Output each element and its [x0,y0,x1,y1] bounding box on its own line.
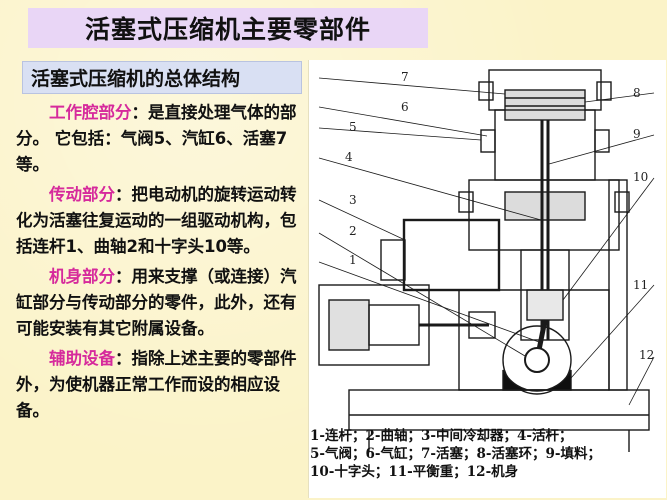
label-1: 1 [349,253,357,267]
text-auxiliary: ：指除上述主要的零部件外，为使机器正常工作而设的相应设备。 [16,349,297,420]
leader-7 [318,77,506,95]
legend-line-3: 10-十字头；11-平衡重；12-机身 [310,464,519,480]
parts-legend: 1-连杆；2-曲轴；3-中间冷却器；4-活杆； 5-气阀；6-气缸；7-活塞；8… [310,427,660,481]
text-transmission: ：把电动机的旋转运动转化为活塞往复运动的一组驱动机构，包括连杆1、曲轴2和十字头… [16,185,297,256]
term-auxiliary: 辅助设备 [49,349,115,368]
valve-left-low [458,191,474,213]
frame-body [348,389,650,431]
leader-8 [584,92,655,103]
label-6: 6 [401,100,409,114]
left-piston [328,299,370,351]
paragraph-frame: 机身部分：用来支撑（或连接）汽缸部分与传动部分的零件，此外，还有可能安装有其它附… [16,264,304,342]
text-working-chamber: ：是直接处理气体的部分。 它包括：气阀5、汽缸6、活塞7等。 [16,103,297,174]
crank-circle [502,325,572,395]
intercooler [402,218,501,292]
compressor-diagram: 7 6 5 4 3 2 1 8 9 10 11 12 [308,60,666,498]
left-crosshead [468,311,496,339]
term-transmission: 传动部分 [49,185,115,204]
right-pipe [608,179,628,391]
label-10: 10 [633,170,649,184]
label-2: 2 [349,224,357,238]
crosshead-guide [520,249,570,341]
piston [504,89,586,121]
paragraph-working-chamber: 工作腔部分：是直接处理气体的部分。 它包括：气阀5、汽缸6、活塞7等。 [16,100,304,178]
valve-left-mid [480,129,496,153]
label-11: 11 [633,278,649,292]
leader-6 [318,106,488,137]
paragraph-auxiliary: 辅助设备：指除上述主要的零部件外，为使机器正常工作而设的相应设备。 [16,346,304,424]
text-frame: ：用来支撑（或连接）汽缸部分与传动部分的零件，此外，还有可能安装有其它附属设备。 [16,267,297,338]
lower-piston [504,191,586,221]
leader-12 [628,356,655,406]
page-title: 活塞式压缩机主要零部件 [28,8,428,48]
legend-line-2: 5-气阀；6-气缸；7-活塞；8-活塞环；9-填料； [310,446,601,462]
valve-right-mid [594,129,610,153]
term-frame: 机身部分 [49,267,115,286]
label-7: 7 [401,70,409,84]
legend-line-1: 1-连杆；2-曲轴；3-中间冷却器；4-活杆； [310,428,573,444]
valve-left-top [478,81,494,101]
leader-4 [318,157,542,221]
label-5: 5 [349,120,357,134]
leader-1 [318,261,540,343]
label-8: 8 [633,86,641,100]
leader-5 [318,127,482,141]
label-4: 4 [345,150,353,164]
label-3: 3 [349,193,357,207]
valve-right-top [596,81,612,101]
leader-2 [318,232,526,357]
crankshaft [524,347,550,373]
section-subtitle: 活塞式压缩机的总体结构 [22,61,302,94]
intercooler-end [380,239,406,281]
term-working-chamber: 工作腔部分 [49,103,132,122]
leader-10 [562,177,655,301]
paragraph-transmission: 传动部分：把电动机的旋转运动转化为活塞往复运动的一组驱动机构，包括连杆1、曲轴2… [16,182,304,260]
balance-weight-oil [502,369,572,392]
description-text: 工作腔部分：是直接处理气体的部分。 它包括：气阀5、汽缸6、活塞7等。 传动部分… [16,100,304,428]
crosshead [526,289,564,321]
leader-11 [570,284,655,379]
left-cylinder-inner [368,304,420,346]
compressor-drawing [318,69,655,452]
label-9: 9 [633,127,641,141]
valve-right-low [614,191,630,213]
label-12: 12 [639,348,655,362]
leader-9 [548,134,655,165]
leader-3 [318,199,406,241]
